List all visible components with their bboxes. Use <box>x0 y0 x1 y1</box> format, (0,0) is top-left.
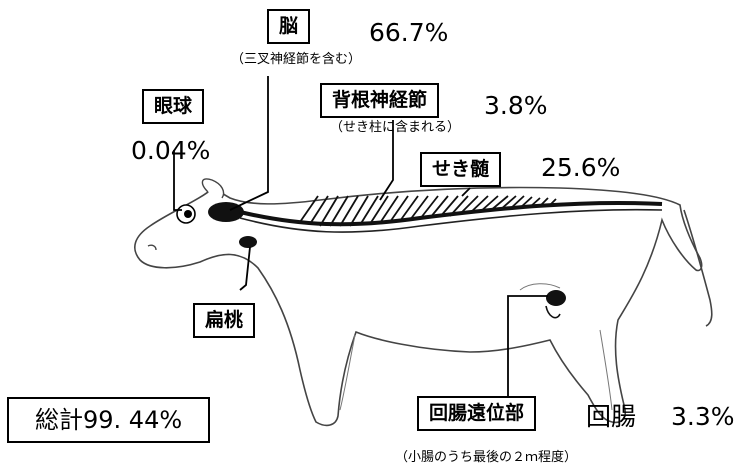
tonsil-shape <box>239 236 257 248</box>
ileum-loops <box>545 305 561 319</box>
vertebrae-stripes <box>299 195 557 227</box>
spinal-cord-label-box: せき髄 <box>420 152 502 187</box>
tonsil-label-box: 扁桃 <box>193 303 256 338</box>
cow-tail <box>683 209 713 327</box>
cow-nostril <box>147 244 157 251</box>
eye-label-box: 眼球 <box>142 89 205 124</box>
brain-note: （三叉神経節を含む） <box>231 52 362 67</box>
tonsil-label: 扁桃 <box>205 309 244 331</box>
ileum-label: 回腸遠位部 <box>429 402 525 424</box>
drg-label: 背根神経節 <box>332 89 428 111</box>
drg-percent: 3.8% <box>484 91 548 120</box>
spinal-cord-label: せき髄 <box>432 158 490 180</box>
leader-lines <box>173 76 548 398</box>
cow-leg-contours <box>339 283 613 411</box>
cow-ear <box>201 178 225 199</box>
cow-body-outline <box>134 186 703 427</box>
drg-label-box: 背根神経節 <box>320 83 440 118</box>
spinal-cord-outline <box>239 208 663 233</box>
eye-percent: 0.04% <box>131 136 211 165</box>
spinal-cord-percent: 25.6% <box>541 153 621 182</box>
ileum-label-box: 回腸遠位部 <box>417 396 537 431</box>
ileum-shape <box>546 290 566 306</box>
eye-label: 眼球 <box>154 95 193 117</box>
cow-eye-pupil <box>184 210 192 218</box>
total-label: 総計99. 44% <box>35 406 183 434</box>
brain-label: 脳 <box>279 15 299 37</box>
brain-label-box: 脳 <box>267 9 311 44</box>
ileum-percent: 3.3% <box>671 402 735 431</box>
ileum-note: （小腸のうち最後の２ｍ程度） <box>395 450 578 465</box>
ileum-prefix: 回腸 <box>586 402 637 431</box>
total-box: 総計99. 44% <box>7 397 211 443</box>
drg-note: （せき柱に含まれる） <box>330 120 461 135</box>
brain-percent: 66.7% <box>369 18 449 47</box>
